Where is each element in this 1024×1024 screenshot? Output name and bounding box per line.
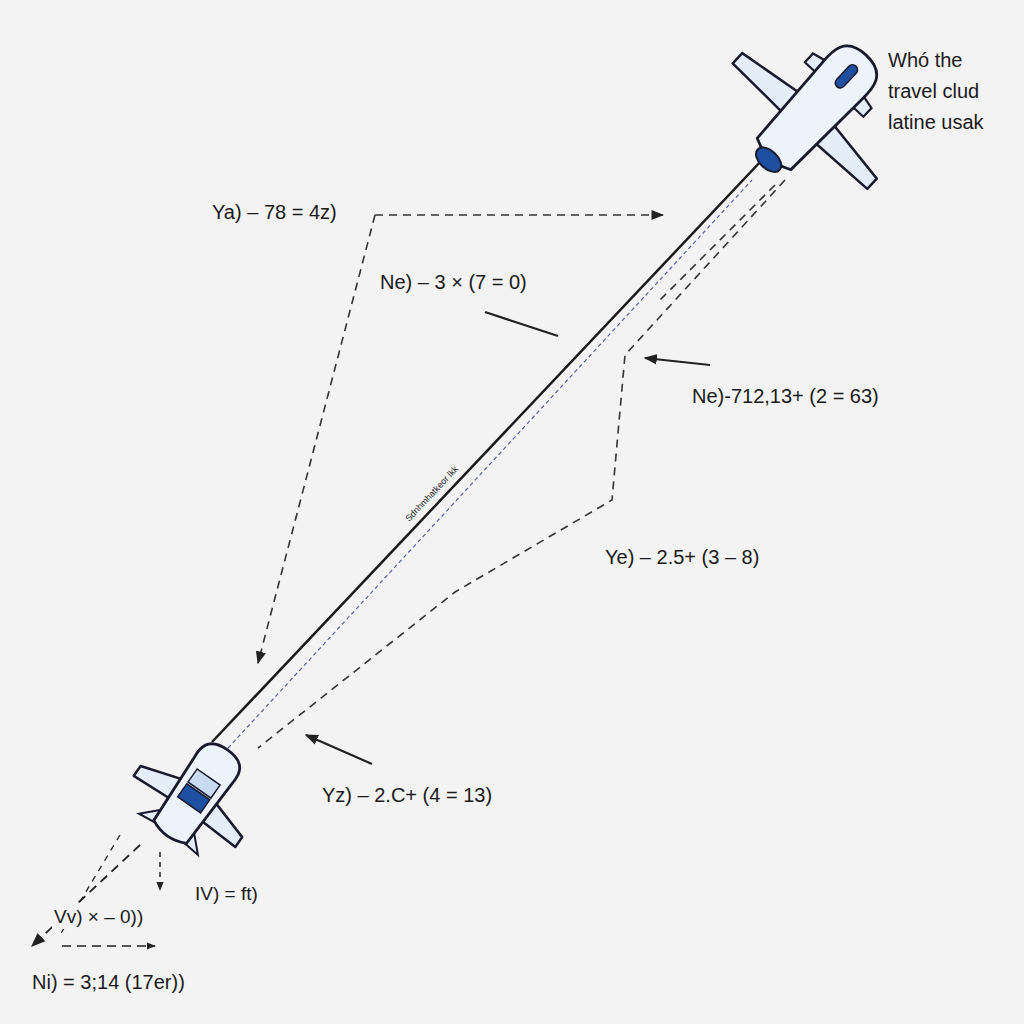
equation-label: Ne)-712,13+ (2 = 63) [690, 384, 881, 408]
dashed-arrow [62, 945, 155, 947]
dashed-route [258, 180, 785, 748]
fuselage [148, 737, 246, 850]
equation-label: Ni) = 3;14 (17er)) [30, 970, 187, 994]
leader-arrow [306, 735, 372, 764]
heading-note: Whó the travel clud latine usak [886, 45, 1018, 138]
equation-label: Ne) – 3 × (7 = 0) [378, 270, 529, 294]
equation-label: Ye) – 2.5+ (3 – 8) [603, 545, 761, 569]
window [833, 63, 859, 90]
flight-lines [32, 160, 785, 946]
flight-path [212, 160, 762, 742]
equation-label: Ya) – 78 = 4z) [210, 200, 339, 224]
equation-label: Vv) × – 0)) [52, 906, 145, 929]
fuselage [750, 37, 886, 177]
airplane-bottom [117, 714, 279, 871]
engine-exhaust [752, 143, 786, 177]
line-annotation: Sdnhmhatkeor lkk [402, 463, 462, 526]
dashed-arrow [159, 852, 161, 890]
flight-path-dotted [228, 180, 752, 748]
equation-label: Yz) – 2.C+ (4 = 13) [320, 783, 494, 807]
dashed-arrow [32, 845, 140, 946]
dashed-arrow [258, 215, 375, 663]
window [178, 784, 210, 813]
dashed-route [660, 185, 775, 300]
equation-label: IV) = ft) [193, 883, 260, 906]
leader-arrow [485, 312, 558, 336]
dashed-arrow [375, 214, 663, 216]
leader-arrow [645, 358, 710, 365]
